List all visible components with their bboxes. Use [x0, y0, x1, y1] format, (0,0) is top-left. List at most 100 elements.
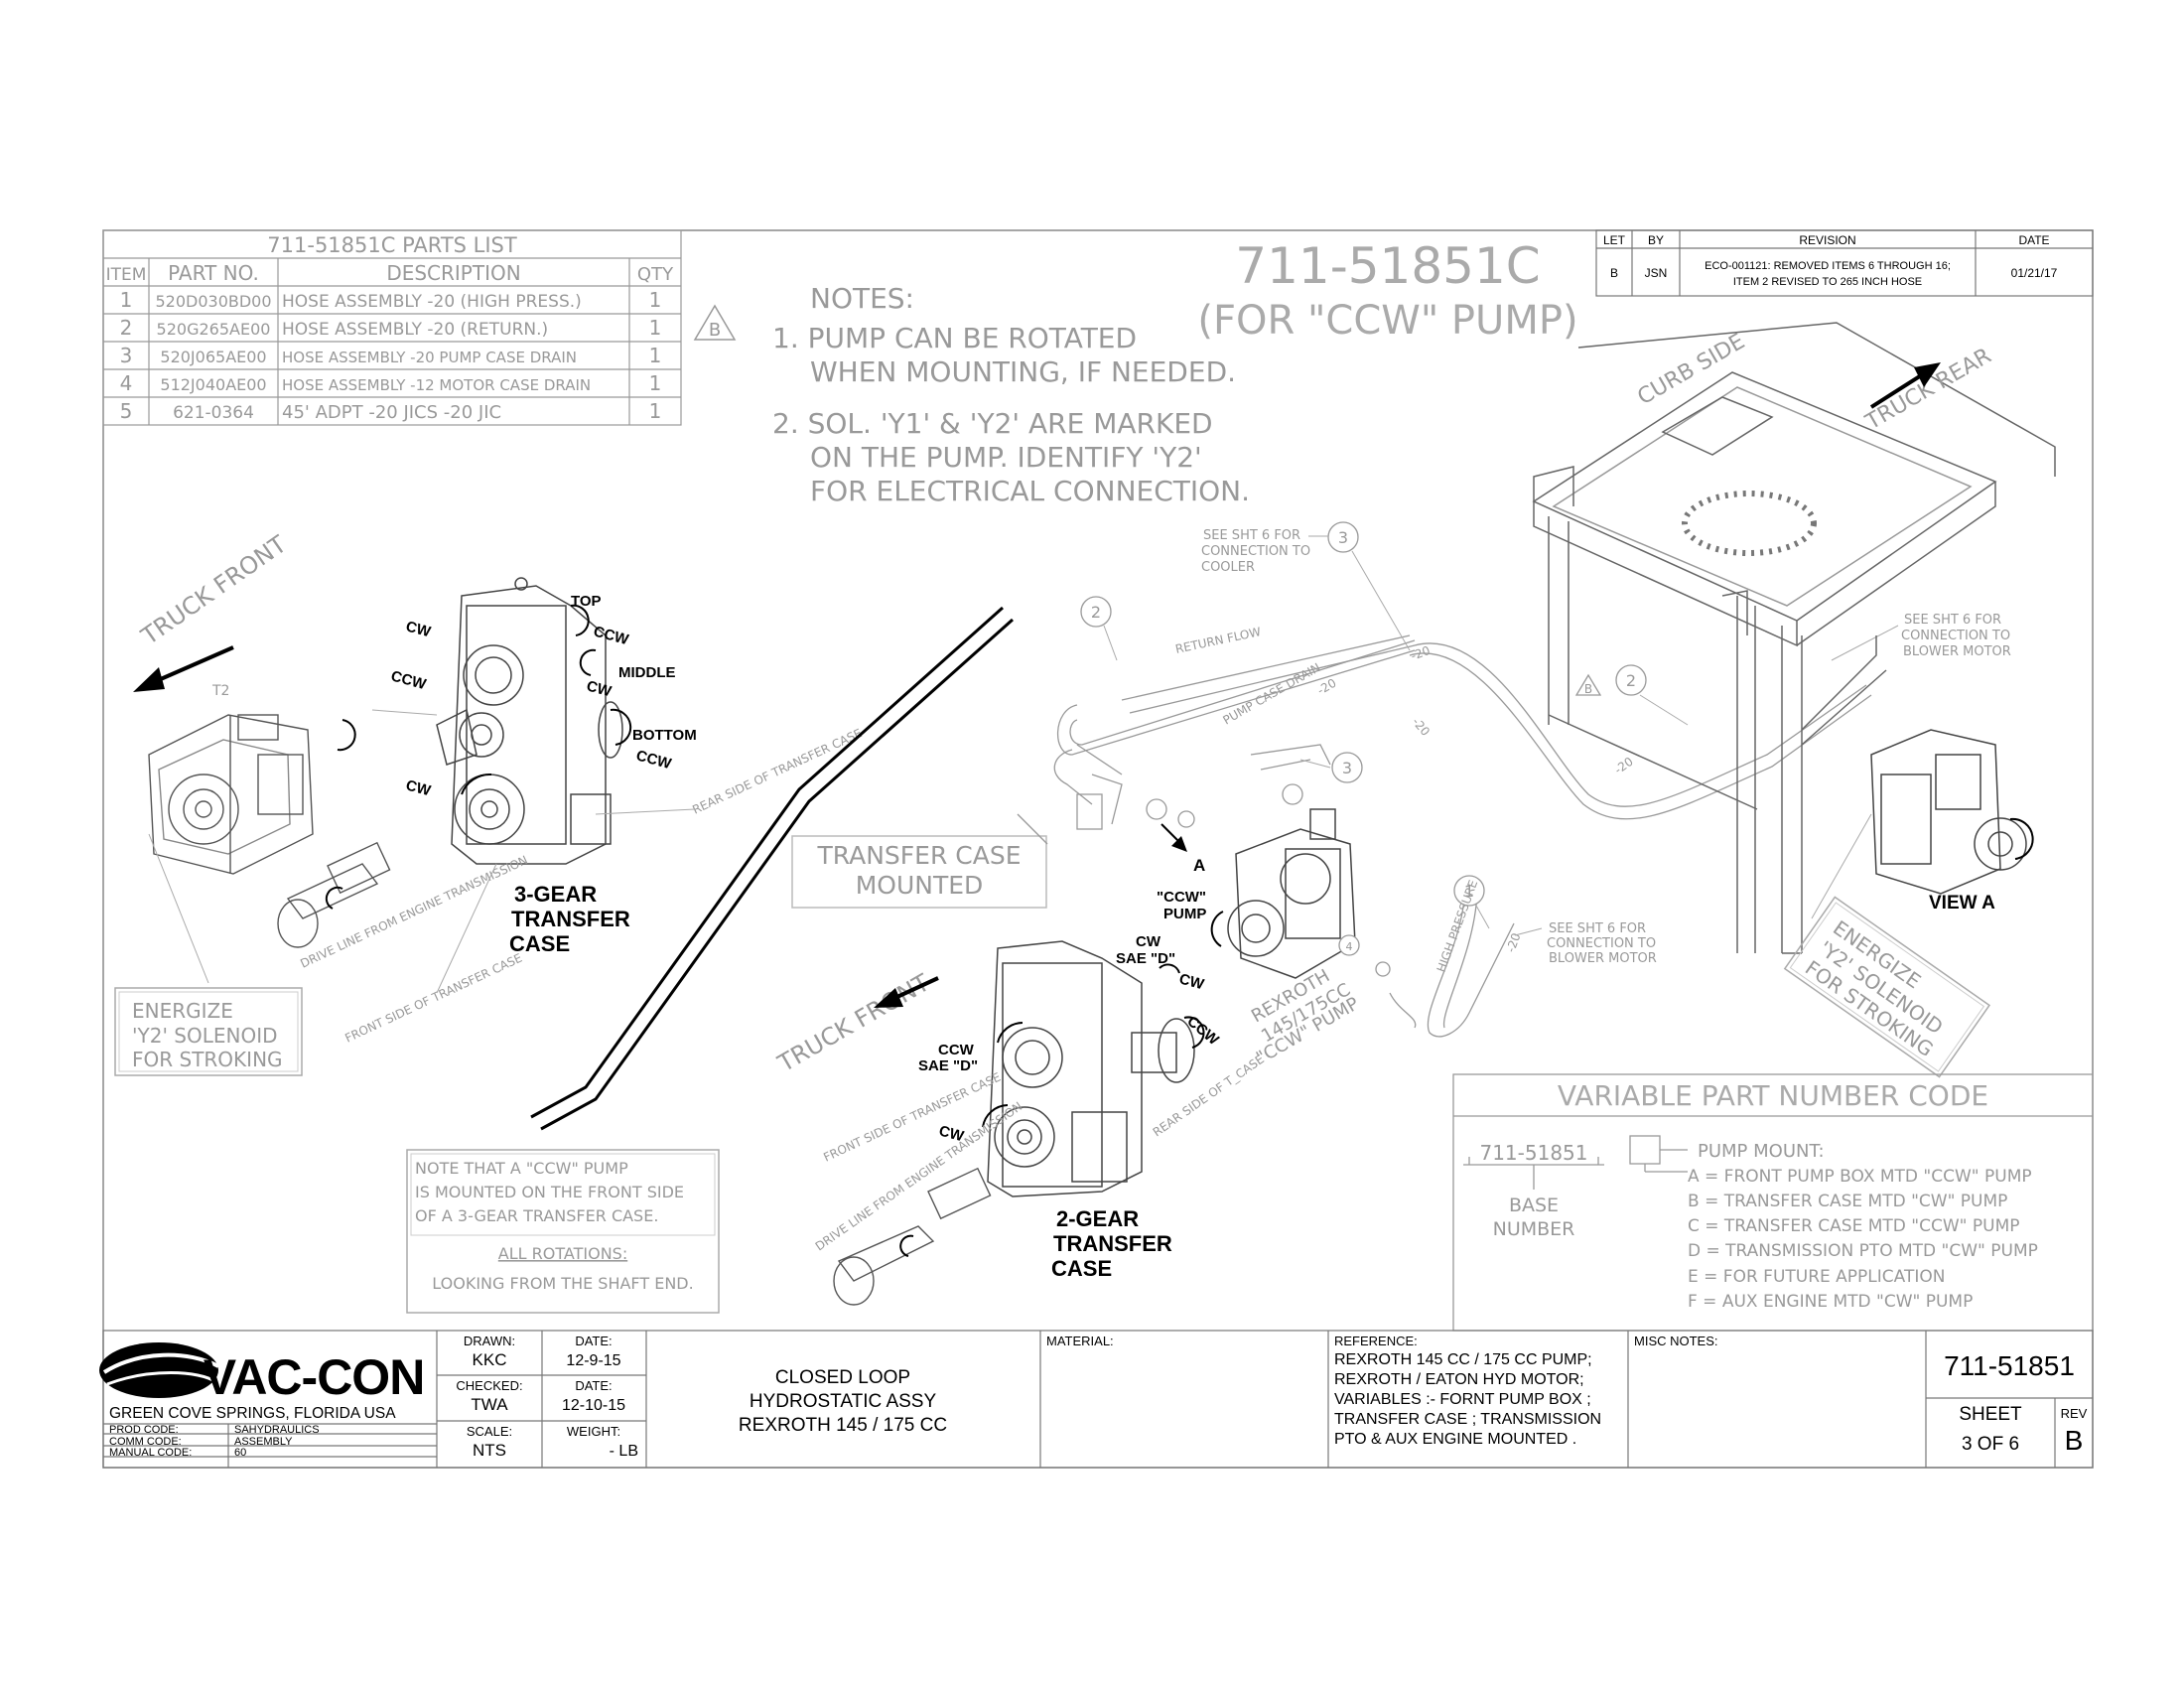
front-side-transfer-case-label: FRONT SIDE OF TRANSFER CASE — [342, 951, 524, 1046]
center-driveline — [833, 1167, 992, 1306]
checked-label: CHECKED: — [456, 1378, 522, 1393]
parts-row-qty: 1 — [649, 344, 662, 367]
weight-value: - LB — [610, 1443, 638, 1460]
rotation-ccw-label: CCW — [592, 623, 631, 648]
svg-text:ENERGIZE: ENERGIZE — [132, 999, 233, 1023]
company-location: GREEN COVE SPRINGS, FLORIDA USA — [109, 1405, 396, 1422]
pump-mount-option: A = FRONT PUMP BOX MTD "CCW" PUMP — [1688, 1167, 2032, 1187]
svg-text:OF A 3-GEAR TRANSFER CASE.: OF A 3-GEAR TRANSFER CASE. — [415, 1206, 658, 1225]
see-sheet6-cooler-2: CONNECTION TO — [1201, 544, 1310, 559]
drive-line-label-center: DRIVE LINE FROM ENGINE TRANSMISSION — [813, 1099, 1025, 1253]
rear-side-tcase-label: REAR SIDE OF T_CASE — [1151, 1052, 1267, 1139]
parts-list-header-desc: DESCRIPTION — [386, 261, 520, 285]
revision-table — [1595, 229, 2094, 297]
sheet-label: SHEET — [1959, 1404, 2022, 1425]
three-gear-transfer-case — [436, 577, 623, 865]
rotation-cw-label: CW — [585, 677, 614, 700]
rev-header-date: DATE — [2018, 233, 2049, 247]
see-sheet6-cooler-1: SEE SHT 6 FOR — [1203, 528, 1300, 543]
parts-row-item: 3 — [120, 344, 133, 367]
item-4-callout: 4 — [1346, 940, 1353, 953]
reference-label: REFERENCE: — [1334, 1334, 1418, 1348]
two-gear-label-1: 2-GEAR — [1056, 1206, 1139, 1231]
rev-text-line1: ECO-001121: REMOVED ITEMS 6 THROUGH 16; — [1705, 260, 1951, 272]
drawn-date-value: 12-9-15 — [566, 1352, 620, 1369]
variable-base-number: 711-51851 — [1479, 1141, 1587, 1165]
drawn-date-label: DATE: — [575, 1334, 612, 1348]
svg-text:B: B — [709, 320, 721, 341]
pump-mount-option: E = FOR FUTURE APPLICATION — [1688, 1267, 1945, 1287]
pump-case-drain-label: PUMP CASE DRAIN — [1221, 660, 1323, 728]
see-sheet6-blower2-3: BLOWER MOTOR — [1549, 951, 1657, 966]
drawing-subtitle: (FOR "CCW" PUMP) — [1197, 298, 1577, 344]
item-3-callout: 3 — [1342, 759, 1352, 777]
three-gear-label-1: 3-GEAR — [514, 882, 597, 907]
reference-line-2: REXROTH / EATON HYD MOTOR; — [1334, 1371, 1584, 1388]
view-a-rotation-arrow — [2009, 817, 2034, 860]
parts-row-part: 520D030BD00 — [155, 292, 271, 311]
note-2-line3: FOR ELECTRICAL CONNECTION. — [810, 475, 1250, 507]
truck-rear-label: TRUCK REAR — [1861, 344, 1996, 436]
center-rotation-arrows — [899, 911, 1224, 1257]
weight-label: WEIGHT: — [567, 1424, 620, 1439]
parts-row-part: 512J040AE00 — [160, 375, 266, 394]
parts-row-desc: HOSE ASSEMBLY -20 (HIGH PRESS.) — [282, 292, 582, 312]
variable-base-label-1: BASE — [1509, 1195, 1559, 1216]
t2-label: T2 — [211, 683, 229, 699]
drive-line-label: DRIVE LINE FROM ENGINE TRANSMISSION — [298, 853, 529, 971]
two-gear-transfer-case — [987, 940, 1195, 1197]
checked-value: TWA — [471, 1395, 508, 1414]
ccw-pump-label-1: "CCW" — [1157, 889, 1206, 906]
parts-row-item: 4 — [120, 371, 133, 395]
energize-note-right: ENERGIZE 'Y2' SOLENOID FOR STROKING — [1783, 896, 1990, 1078]
ccw-sae-label-1: CCW — [938, 1042, 975, 1058]
variable-code-title: VARIABLE PART NUMBER CODE — [1558, 1079, 1988, 1112]
left-hydraulic-pump — [148, 714, 314, 875]
hose-dash20-label: -20 — [1410, 715, 1433, 739]
parts-row-item: 1 — [120, 288, 133, 312]
svg-text:VAC-CON: VAC-CON — [204, 1349, 425, 1405]
front-side-tc-label-center: FRONT SIDE OF TRANSFER CASE — [821, 1070, 1003, 1165]
svg-text:FOR STROKING: FOR STROKING — [132, 1048, 283, 1071]
item-2-callout: 2 — [1091, 603, 1101, 622]
material-label: MATERIAL: — [1046, 1334, 1114, 1348]
pump-mount-option: C = TRANSFER CASE MTD "CCW" PUMP — [1688, 1216, 2020, 1236]
svg-text:MOUNTED: MOUNTED — [856, 871, 984, 900]
leader-lines-right — [1103, 535, 1899, 936]
vac-con-logo: VAC-CON — [99, 1342, 425, 1405]
svg-text:IS MOUNTED ON THE FRONT SIDE: IS MOUNTED ON THE FRONT SIDE — [415, 1183, 684, 1201]
reference-line-3: VARIABLES :- FORNT PUMP BOX ; — [1334, 1391, 1591, 1408]
assy-title-1: CLOSED LOOP — [775, 1367, 910, 1388]
sheet-value: 3 OF 6 — [1962, 1434, 2019, 1455]
rotation-middle-label: MIDDLE — [618, 664, 676, 681]
misc-notes-label: MISC NOTES: — [1634, 1334, 1718, 1348]
rev-date: 01/21/17 — [2011, 266, 2058, 280]
rotation-cw-label: CW — [404, 776, 433, 799]
rear-side-transfer-case-label: REAR SIDE OF TRANSFER CASE — [690, 726, 864, 817]
three-gear-label-3: CASE — [509, 931, 570, 956]
rotation-cw-label: CW — [1177, 970, 1206, 993]
cw-sae-label-1: CW — [1136, 933, 1161, 950]
item-1-callout: 1 — [1464, 882, 1474, 901]
rev-header-revision: REVISION — [1799, 233, 1855, 247]
manual-code-value: 60 — [234, 1447, 246, 1459]
parts-row-desc: HOSE ASSEMBLY -20 PUMP CASE DRAIN — [282, 349, 577, 366]
prod-code-value: SAHYDRAULICS — [234, 1424, 320, 1436]
parts-row-qty: 1 — [649, 316, 662, 340]
drawn-label: DRAWN: — [464, 1334, 515, 1348]
parts-row-part: 520J065AE00 — [160, 348, 266, 366]
see-sheet6-blower2-2: CONNECTION TO — [1547, 936, 1656, 951]
title-block-grid — [102, 1330, 2094, 1469]
rev-header-by: BY — [1648, 233, 1664, 247]
svg-text:ALL ROTATIONS:: ALL ROTATIONS: — [498, 1244, 627, 1263]
parts-row-desc: 45' ADPT -20 JICS -20 JIC — [282, 402, 501, 423]
reference-line-5: PTO & AUX ENGINE MOUNTED . — [1334, 1431, 1576, 1448]
rotation-arrows-left — [325, 604, 632, 910]
rev-by: JSN — [1645, 266, 1668, 280]
parts-list-table — [102, 229, 682, 426]
parts-list-header-part: PART NO. — [168, 261, 259, 285]
item-2-callout: 2 — [1626, 671, 1636, 690]
rev-text-line2: ITEM 2 REVISED TO 265 INCH HOSE — [1733, 276, 1922, 288]
transfer-case-mounted-note: TRANSFER CASE MOUNTED — [791, 835, 1047, 909]
left-driveline — [277, 841, 391, 948]
